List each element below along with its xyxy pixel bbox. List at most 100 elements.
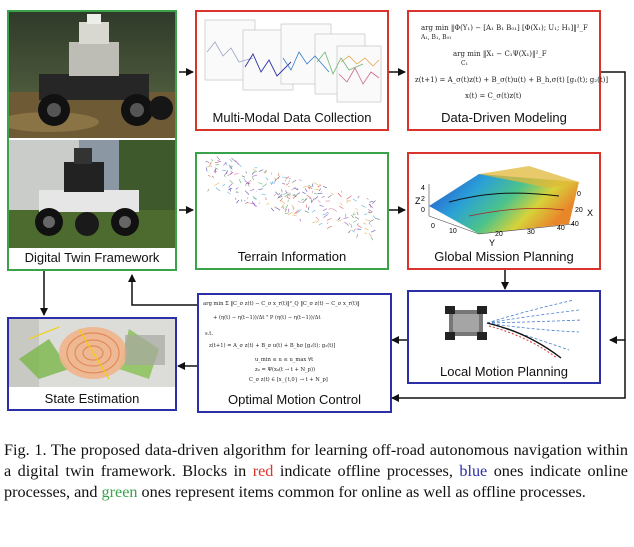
z-tick-0: 0 [421,207,425,214]
pointcloud-stroke [229,187,231,192]
pointcloud-stroke [353,211,355,215]
pointcloud-stroke [375,218,381,220]
pointcloud-stroke [302,191,306,195]
pointcloud-stroke [364,228,369,231]
pointcloud-stroke [275,191,279,195]
pointcloud-stroke [247,202,253,204]
pointcloud-stroke [368,233,372,237]
pointcloud-stroke [286,193,290,198]
pointcloud-stroke [339,206,344,209]
caption-part-4: ones represent items common for online a… [137,483,586,501]
sensor-plots-image [204,19,382,103]
pointcloud-stroke [230,170,233,173]
pointcloud-stroke [301,198,304,201]
pointcloud-stroke [356,234,359,238]
pointcloud-stroke [210,159,214,162]
pointcloud-stroke [370,236,374,241]
pointcloud-stroke [235,187,239,190]
pointcloud-stroke [368,209,373,213]
pointcloud-stroke [211,175,215,178]
pointcloud-stroke [262,183,267,188]
pointcloud-stroke [264,170,267,174]
y-tick-30: 30 [527,229,535,236]
pointcloud-stroke [328,208,332,210]
pointcloud-stroke [352,198,357,202]
pointcloud-stroke [258,169,264,172]
pointcloud-stroke [210,165,213,168]
pointcloud-stroke [285,204,289,209]
modeling-eq-1-sub: A₁, B₁, B₀₁ [421,34,452,41]
pointcloud-stroke [214,161,220,163]
pointcloud-stroke [293,187,299,191]
pointcloud-stroke [304,210,310,213]
pointcloud-stroke [351,229,355,233]
pointcloud-stroke [283,192,289,195]
pointcloud-stroke [298,208,302,213]
state-estimation-label: State Estimation [44,391,140,406]
pointcloud-stroke [277,173,280,176]
pointcloud-stroke [265,177,269,181]
pointcloud-stroke [215,187,221,192]
pointcloud-stroke [210,161,212,166]
pointcloud-stroke [326,225,332,229]
pointcloud-stroke [246,179,252,185]
pointcloud-stroke [363,222,367,225]
pointcloud-stroke [326,218,332,221]
terrain-surface-plot: Z 4 2 0 0 10 20 30 40 Y 0 20 40 X [415,166,593,248]
pointcloud-stroke [285,190,288,194]
control-eq-4: z(t+1) = A_σ z(t) + B_σ u(t) + B_hσ [g₁(… [209,343,336,349]
pointcloud-stroke [229,172,234,175]
pointcloud-stroke [229,179,234,184]
data-modeling-label: Data-Driven Modeling [441,110,567,125]
pointcloud-stroke [227,173,233,177]
digital-twin-label: Digital Twin Framework [24,250,160,265]
modeling-eq-2: arg min ‖X₁ − C₁Ψ(X₁)‖²_F [453,50,547,58]
pointcloud-stroke [314,196,319,200]
pointcloud-stroke [361,205,366,208]
pointcloud-stroke [296,192,301,196]
control-eq-2: + (η(t) − η(t−1))/Δt ᵀ P (η(t) − η(t−1))… [213,315,321,321]
pointcloud-stroke [207,189,210,192]
pointcloud-stroke [318,222,323,226]
pointcloud-stroke [326,212,330,214]
pointcloud-stroke [214,182,220,186]
pointcloud-stroke [346,195,352,200]
pointcloud-stroke [250,188,255,192]
pointcloud-stroke [258,188,263,190]
pointcloud-stroke [215,167,219,170]
pointcloud-stroke [308,185,313,188]
pointcloud-stroke [317,200,321,203]
control-eq-1: arg min Σ ‖C_σ z(t) − C_σ x_r(t)‖²_Q ‖C_… [203,301,360,307]
pointcloud-stroke [351,214,354,219]
pointcloud-stroke [284,212,289,214]
pointcloud-stroke [344,221,349,226]
pointcloud-stroke [318,188,322,192]
pointcloud-stroke [346,199,351,203]
pointcloud-stroke [240,199,243,202]
pointcloud-stroke [285,183,289,186]
pointcloud-stroke [306,194,311,199]
pointcloud-stroke [284,193,289,198]
pointcloud-stroke [258,182,263,185]
pointcloud-stroke [337,216,341,221]
z-tick-2: 2 [421,196,425,203]
axis-label-x: X [587,208,593,218]
pointcloud-stroke [372,200,376,205]
pointcloud-stroke [356,211,359,216]
pointcloud-stroke [291,180,297,183]
arrow-modeling-to-local [601,71,626,344]
digital-twin-block: Digital Twin Framework [7,10,177,271]
arrow-modeling-to-control [391,340,626,402]
pointcloud-stroke [294,209,300,215]
caption-part-2: indicate offline processes, [273,462,460,480]
pointcloud-stroke [322,186,327,189]
pointcloud-stroke [280,200,286,204]
pointcloud-stroke [277,194,283,198]
pointcloud-stroke [282,205,284,210]
pointcloud-stroke [291,204,295,209]
data-modeling-block: arg min ‖Φ(Y₁) − [A₁ B₁ B₀₁] [Φ(X₁); U₁;… [407,10,608,131]
pointcloud-stroke [207,175,211,177]
pointcloud-stroke [364,213,368,215]
pointcloud-stroke [228,183,233,188]
data-collection-label: Multi-Modal Data Collection [212,110,372,125]
